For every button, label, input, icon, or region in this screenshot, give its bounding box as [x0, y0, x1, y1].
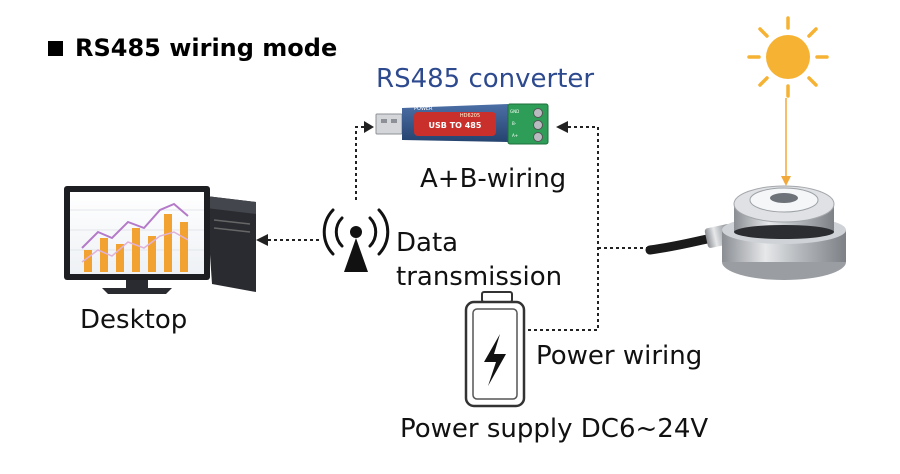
sensor-icon: [645, 185, 846, 280]
desktop-label: Desktop: [80, 305, 188, 335]
arrow-to-usb: [364, 121, 374, 133]
line-antenna-to-usb: [355, 126, 370, 200]
data-label-line1: Data: [396, 228, 459, 258]
battery-icon: [464, 291, 526, 408]
desktop-computer-icon: [64, 186, 256, 294]
diagram-title: RS485 wiring mode: [48, 34, 337, 62]
antenna-icon: [322, 208, 390, 272]
converter-pin-b: B-: [512, 121, 517, 126]
converter-label: RS485 converter: [376, 64, 595, 94]
power-supply-label: Power supply DC6~24V: [400, 414, 709, 444]
converter-main-label: USB TO 485: [429, 121, 482, 130]
converter-pin-a: A+: [512, 133, 518, 138]
converter-power-label: POWER: [414, 106, 433, 112]
connection-lines: [266, 126, 650, 331]
converter-pin-gnd: GND: [510, 109, 519, 114]
title-text: RS485 wiring mode: [75, 34, 338, 62]
sun-icon: [747, 16, 829, 186]
arrow-to-desktop: [256, 234, 268, 246]
ab-wiring-label: A+B-wiring: [420, 164, 567, 194]
power-wiring-label: Power wiring: [536, 341, 703, 371]
arrow-to-terminal: [556, 121, 568, 133]
usb-converter-icon: USB TO 485 HD6205 POWER GND B- A+: [375, 103, 549, 145]
data-label-line2: transmission: [396, 262, 563, 292]
bullet-square: [48, 40, 63, 56]
converter-model-label: HD6205: [460, 113, 480, 119]
line-terminal-loop: [524, 127, 599, 331]
